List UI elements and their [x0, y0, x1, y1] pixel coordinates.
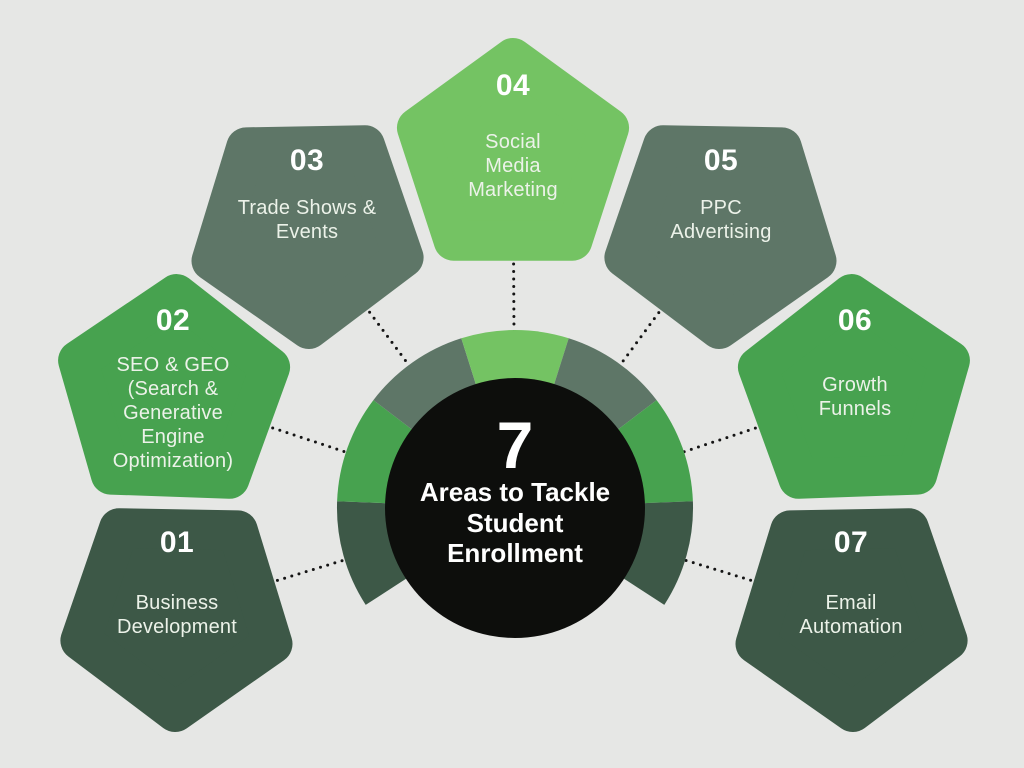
center-number: 7 [496, 408, 534, 482]
node-number: 06 [837, 304, 873, 337]
node-number: 01 [159, 526, 195, 559]
node-number: 03 [289, 144, 325, 177]
node-label: SEO & GEO (Search & Generative Engine Op… [112, 354, 234, 472]
node-label: PPC Advertising [670, 197, 772, 243]
node-number: 05 [703, 144, 739, 177]
node-label: Growth Funnels [818, 374, 892, 420]
node-label: Business Development [116, 592, 238, 638]
node-label: Social Media Marketing [468, 131, 558, 201]
node-label: Trade Shows & Events [237, 197, 377, 243]
center-title: Areas to Tackle Student Enrollment [419, 476, 611, 569]
node-label: Email Automation [799, 592, 903, 638]
center-circle [385, 378, 645, 638]
node-number: 07 [833, 526, 869, 559]
node-number: 04 [495, 69, 531, 102]
node-number: 02 [155, 304, 191, 337]
